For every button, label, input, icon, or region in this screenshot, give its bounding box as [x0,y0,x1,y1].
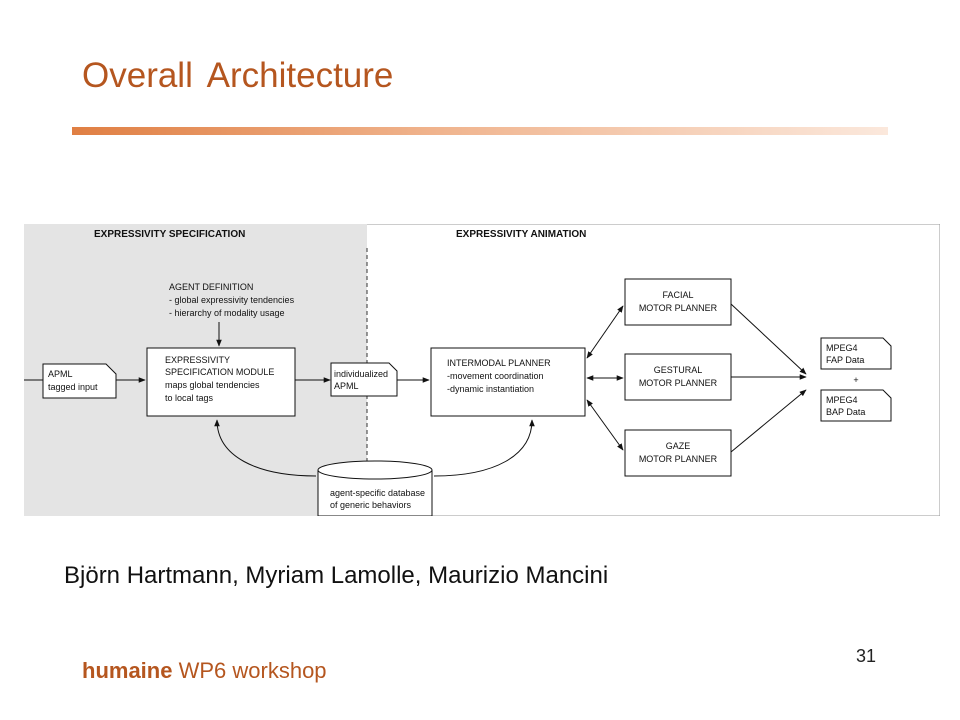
intermodal-line1: INTERMODAL PLANNER [447,358,551,368]
title-divider [72,127,888,135]
apml-input-line2: tagged input [48,382,98,392]
spec-module-line3: maps global tendencies [165,380,260,390]
individualized-line2: APML [334,381,359,391]
intermodal-line3: -dynamic instantiation [447,384,534,394]
gaze-line2: MOTOR PLANNER [639,454,718,464]
gestural-line2: MOTOR PLANNER [639,378,718,388]
apml-input-doc [42,363,117,399]
facial-line2: MOTOR PLANNER [639,303,718,313]
gaze-line1: GAZE [666,441,691,451]
agent-definition-title: AGENT DEFINITION [169,282,253,292]
output-plus: + [853,375,858,385]
intermodal-facial-arrow [586,305,624,359]
spec-module-line4: to local tags [165,393,214,403]
agent-definition-line2: - hierarchy of modality usage [169,308,285,318]
fap-line1: MPEG4 [826,343,858,353]
bap-data-doc [820,389,892,422]
facial-line1: FACIAL [662,290,693,300]
authors-line: Björn Hartmann, Myriam Lamolle, Maurizio… [64,562,609,589]
gaze-to-output-arrow [730,389,807,453]
architecture-diagram-svg: EXPRESSIVITY SPECIFICATION EXPRESSIVITY … [24,224,940,516]
slide-number: 31 [856,646,877,666]
database-top [317,460,433,480]
footer-brand-name: humaine [82,658,173,683]
intermodal-line2: -movement coordination [447,371,544,381]
individualized-apml-doc [330,362,398,397]
gestural-planner-box [624,353,732,401]
footer: humaine WP6 workshop [82,658,327,684]
slide-title: Overall Architecture [82,56,394,95]
section-specification-label: EXPRESSIVITY SPECIFICATION [94,229,245,240]
apml-input-line1: APML [48,369,73,379]
bap-line1: MPEG4 [826,395,858,405]
architecture-diagram: EXPRESSIVITY SPECIFICATION EXPRESSIVITY … [24,224,940,516]
individualized-line1: individualized [334,369,388,379]
gaze-planner-box [624,429,732,477]
spec-module-box [146,347,296,417]
database-to-module-arrow [214,419,317,477]
database-to-intermodal-arrow [433,419,535,477]
facial-planner-box [624,278,732,326]
database-line2: of generic behaviors [330,500,412,510]
database-body [317,470,433,516]
facial-to-output-arrow [730,303,807,375]
bap-line2: BAP Data [826,407,865,417]
intermodal-gaze-arrow [586,399,624,451]
fap-line2: FAP Data [826,355,864,365]
agent-definition-line1: - global expressivity tendencies [169,295,295,305]
intermodal-planner-box [430,347,586,417]
gestural-line1: GESTURAL [654,365,703,375]
spec-module-line2: SPECIFICATION MODULE [165,367,274,377]
database-line1: agent-specific database [330,488,425,498]
spec-module-line1: EXPRESSIVITY [165,355,230,365]
fap-data-doc [820,337,892,370]
section-animation-label: EXPRESSIVITY ANIMATION [456,229,586,240]
footer-event: WP6 workshop [178,658,327,683]
